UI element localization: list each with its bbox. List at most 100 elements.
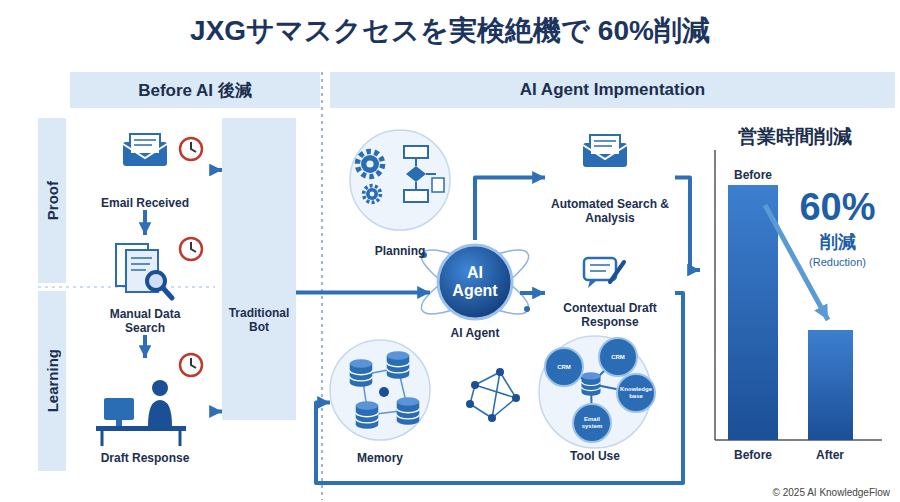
illustration-part <box>414 239 536 325</box>
illustration-part <box>524 306 530 312</box>
node-text: AI Agent Impmentation <box>520 80 705 100</box>
illustration-part <box>426 173 436 175</box>
illustration-part <box>131 269 146 271</box>
agent-circle-shape <box>438 245 512 319</box>
illustration-part <box>496 368 504 376</box>
percent-caption: 削減 <box>785 230 890 254</box>
illustration-part <box>466 400 474 408</box>
node-text: Traditional Bot <box>222 306 296 334</box>
side-band: Learning <box>38 291 66 471</box>
illustration-part <box>101 431 104 446</box>
planning-illustration <box>350 130 450 230</box>
person-desk-icon <box>96 380 186 446</box>
flow-arrow <box>316 293 683 483</box>
agent-core: AI Agent AI Agent <box>430 240 520 345</box>
illustration-part <box>96 426 186 431</box>
illustration-part <box>808 330 853 440</box>
illustration-part <box>512 394 520 402</box>
illustration-part <box>387 351 410 379</box>
illustration-part <box>581 372 600 395</box>
illustration-part <box>610 262 624 282</box>
illustration-part <box>404 190 428 202</box>
illustration-part <box>475 372 500 385</box>
illustration-part <box>350 130 450 230</box>
node-text: AI Agent <box>447 264 503 300</box>
header-band: Before AI 後減 <box>70 72 320 108</box>
illustration-part <box>180 354 202 376</box>
illustration-part <box>163 288 172 298</box>
step-box: Draft Response <box>80 358 210 465</box>
node-text: Tool Use <box>530 449 660 463</box>
illustration-part <box>152 380 168 396</box>
flow-arrow <box>675 178 700 271</box>
tool-node: CRM <box>544 347 584 387</box>
illustration-part <box>432 178 444 192</box>
node-text: Proof <box>44 181 61 220</box>
section-divider <box>321 72 323 500</box>
illustration-part <box>714 150 716 440</box>
illustration-part <box>415 158 417 166</box>
illustration-part <box>415 182 417 190</box>
flow-arrow <box>143 210 147 235</box>
node-text: CRM <box>611 354 625 361</box>
illustration-part <box>584 258 616 280</box>
node-text: Email Received <box>101 196 189 210</box>
illustration-part <box>583 135 627 167</box>
bot-panel: Traditional Bot <box>222 118 296 420</box>
node-text: Memory <box>357 451 403 465</box>
illustration-part <box>588 280 597 288</box>
illustration-part <box>404 146 428 158</box>
diagram-title: JXGサマスクセスを実検絶機で 60%削減 <box>0 12 900 50</box>
illustration-part <box>104 398 134 420</box>
illustration-part <box>179 431 182 446</box>
illustration-part <box>180 238 202 260</box>
node-text: Learning <box>44 349 61 412</box>
illustration-part <box>397 397 420 425</box>
node-text: Knowledge base <box>618 386 654 400</box>
illustration-part <box>379 387 389 397</box>
agent-part: Memory <box>330 340 430 465</box>
side-band: Proof <box>38 118 66 283</box>
node-text: CRM <box>557 364 571 371</box>
illustration-part <box>350 359 373 387</box>
axis-label: Before <box>723 448 783 462</box>
illustration-part <box>116 420 122 426</box>
flow-arrow <box>210 168 222 172</box>
node-text: Manual Data Search <box>95 307 195 335</box>
node-text: Before AI 後減 <box>138 79 252 102</box>
search-icon <box>116 244 172 298</box>
agent-part: Contextual Draft Response <box>545 257 675 329</box>
illustration-part <box>131 257 152 259</box>
percent-note: (Reduction) <box>785 256 890 268</box>
network-icon <box>466 368 520 422</box>
header-band: AI Agent Impmentation <box>330 72 895 108</box>
illustration-part <box>406 166 426 182</box>
flow-arrow <box>143 335 147 358</box>
illustration-part <box>590 270 606 272</box>
node-text: 営業時間削減 <box>700 118 890 150</box>
step-box: Email Received <box>80 130 210 210</box>
illustration-part <box>364 186 381 203</box>
agent-part: Tool UseCRMCRMKnowledge baseEmail system <box>530 335 660 465</box>
agent-part: Automated Search & Analysis <box>545 130 675 225</box>
copyright-note: © 2025 AI KnowledgeFlow <box>690 487 890 498</box>
node-text: Contextual Draft Response <box>555 301 665 329</box>
illustration-part <box>728 185 778 440</box>
node-text: Automated Search & Analysis <box>550 197 670 225</box>
draft-icon <box>584 258 624 288</box>
illustration-part <box>131 263 150 265</box>
axis-label: After <box>800 448 860 462</box>
atom-orbits <box>414 239 536 325</box>
flow-arrow <box>520 291 545 295</box>
illustration-part <box>123 134 167 166</box>
tool-node: Knowledge base <box>616 373 656 413</box>
clock-icons <box>180 138 202 376</box>
illustration-part <box>180 138 202 160</box>
percent-value: 60% <box>785 186 890 228</box>
illustration-part <box>590 264 610 266</box>
illustration-part <box>414 239 536 325</box>
illustration-part <box>356 401 379 429</box>
node-text: AI Agent <box>430 326 520 340</box>
